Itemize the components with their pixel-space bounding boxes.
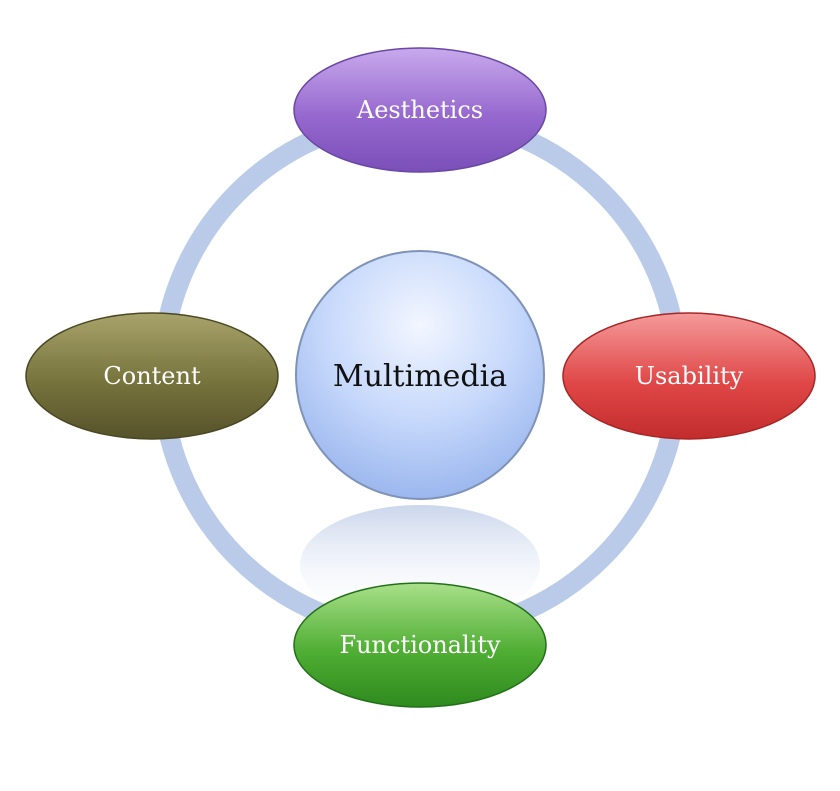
node-aesthetics (293, 47, 547, 173)
node-functionality (293, 582, 547, 708)
node-usability (562, 312, 816, 440)
center-circle (295, 250, 545, 500)
node-aesthetics-label: Aesthetics (356, 96, 483, 124)
center-label: Multimedia (333, 359, 507, 394)
node-content (25, 312, 279, 440)
node-usability-label: Usability (635, 362, 744, 390)
node-content-label: Content (103, 362, 201, 390)
node-functionality-label: Functionality (339, 631, 501, 659)
